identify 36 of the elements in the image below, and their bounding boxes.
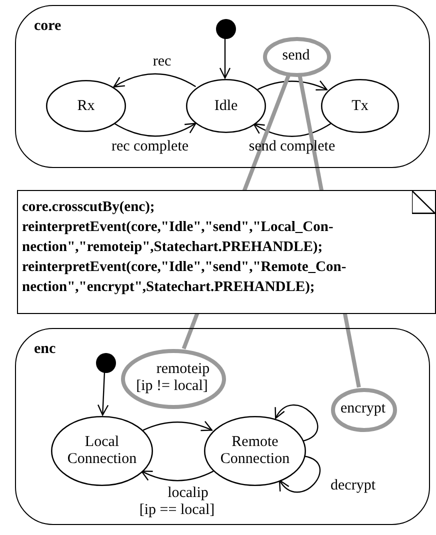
edge-label: send complete xyxy=(248,138,336,156)
edge-label: decrypt xyxy=(330,478,376,494)
highlight-ellipse xyxy=(263,37,331,77)
transition-arrow xyxy=(142,421,212,432)
edge-label: send xyxy=(282,48,310,64)
transition-arrow xyxy=(278,456,320,493)
note-box xyxy=(17,190,436,314)
composite-state xyxy=(15,5,430,168)
code-statement: reinterpretEvent(core,"Idle","send","Local_Con-nection","remoteip",Statechart.PREHANDLE); xyxy=(22,218,334,257)
edge-label: rec complete xyxy=(111,138,189,156)
state-ellipse: Rx xyxy=(46,80,126,132)
transition-arrow xyxy=(253,123,331,137)
code-statement: reinterpretEvent(core,"Idle","send","Remote_Con-nection","encrypt",Statechart.PREHANDLE); xyxy=(22,258,348,297)
highlight-ellipse xyxy=(331,388,397,432)
composite-state xyxy=(15,328,430,525)
transition-arrow xyxy=(275,404,318,442)
state-name: core xyxy=(34,18,62,35)
transition-arrow xyxy=(257,80,328,91)
initial-state-dot xyxy=(96,353,116,373)
state-ellipse: Remote Connection xyxy=(204,416,306,486)
transition-arrow xyxy=(113,73,196,88)
initial-state-dot xyxy=(216,19,236,39)
edge-label: encrypt xyxy=(340,400,386,418)
state-ellipse: Local Connection xyxy=(51,416,153,486)
transition-arrow xyxy=(114,122,196,137)
state-ellipse: Tx xyxy=(321,79,399,133)
edge-label: remoteip [ip != local] xyxy=(135,361,211,395)
state-ellipse: Idle xyxy=(186,79,266,133)
state-name: enc xyxy=(34,341,56,358)
edge-label: localip [ip == local] xyxy=(138,485,216,519)
transition-arrow xyxy=(97,372,109,416)
transition-arrow xyxy=(141,470,214,482)
code-statement: core.crosscutBy(enc); xyxy=(22,198,156,217)
edge-label: rec xyxy=(152,54,172,70)
transition-arrow xyxy=(219,38,231,79)
highlight-ellipse xyxy=(121,349,226,409)
